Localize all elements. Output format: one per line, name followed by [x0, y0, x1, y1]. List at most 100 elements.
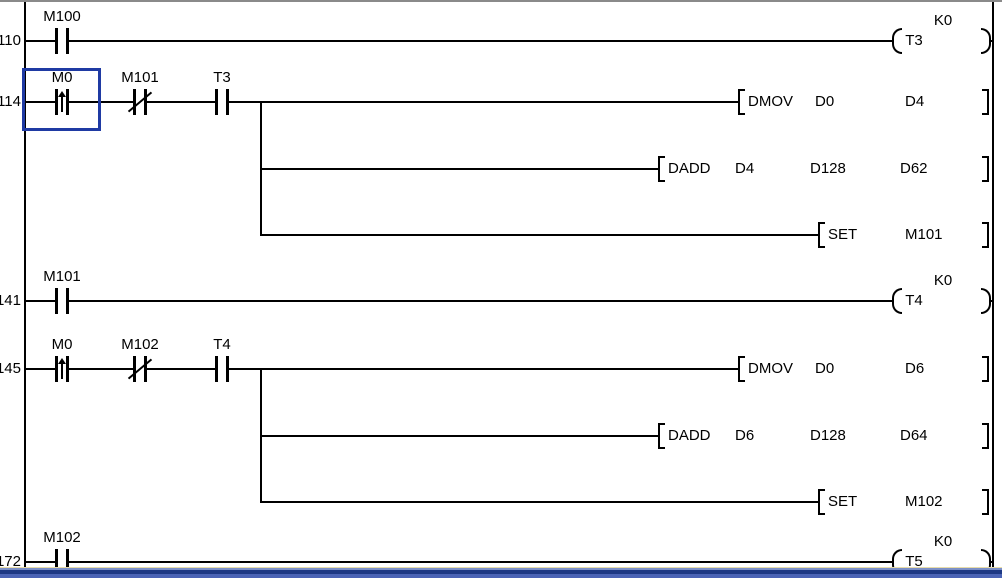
instruction-dadd[interactable]: DADD — [668, 160, 711, 177]
left-power-rail — [24, 2, 26, 578]
contact-bar-icon — [55, 356, 58, 382]
instruction-arg[interactable]: D0 — [815, 93, 835, 110]
instruction-close-bracket-icon — [982, 89, 989, 115]
rung-line — [990, 40, 992, 42]
instruction-dadd[interactable]: DADD — [668, 427, 711, 444]
instruction-arg[interactable]: D6 — [735, 427, 755, 444]
rising-edge-arrow-icon — [58, 358, 66, 364]
coil-device-label[interactable]: T5 — [905, 553, 923, 570]
step-number: 172 — [0, 553, 21, 570]
branch-rung-line — [262, 435, 658, 437]
no-contact-t3[interactable] — [215, 89, 229, 115]
contact-label: T4 — [213, 336, 231, 353]
bottom-border-stripe — [0, 574, 1002, 578]
bottom-border-stripe — [0, 567, 1002, 568]
contact-bar-icon — [144, 89, 147, 115]
branch-line — [260, 101, 262, 236]
instruction-arg[interactable]: D4 — [905, 93, 925, 110]
contact-bar-icon — [226, 356, 229, 382]
no-contact-t4[interactable] — [215, 356, 229, 382]
contact-label: M0 — [51, 336, 73, 353]
contact-label: M0 — [51, 69, 73, 86]
contact-bar-icon — [55, 28, 58, 54]
instruction-arg[interactable]: D0 — [815, 360, 835, 377]
instruction-open-bracket-icon — [738, 356, 745, 382]
step-number: 114 — [0, 93, 21, 110]
instruction-dmov[interactable]: DMOV — [748, 93, 793, 110]
rung-line — [69, 368, 133, 370]
rung-line — [69, 300, 892, 302]
contact-bar-icon — [55, 549, 58, 575]
contact-label: T3 — [213, 69, 231, 86]
rung-line — [26, 561, 55, 563]
instruction-close-bracket-icon — [982, 489, 989, 515]
instruction-close-bracket-icon — [982, 423, 989, 449]
instruction-open-bracket-icon — [658, 423, 665, 449]
coil-open-paren-icon — [892, 288, 902, 314]
branch-rung-line — [262, 234, 818, 236]
bottom-border-stripe — [0, 568, 1002, 570]
instruction-open-bracket-icon — [658, 156, 665, 182]
no-contact-m101[interactable] — [55, 288, 69, 314]
coil-device-label[interactable]: T4 — [905, 292, 923, 309]
contact-bar-icon — [55, 288, 58, 314]
instruction-arg[interactable]: D128 — [810, 160, 846, 177]
rising-edge-arrow-icon — [58, 91, 66, 97]
nc-contact-m101[interactable] — [127, 89, 153, 115]
rung-line — [990, 561, 992, 563]
bottom-window-border — [0, 570, 1002, 574]
instruction-open-bracket-icon — [738, 89, 745, 115]
contact-bar-icon — [133, 356, 136, 382]
rung-line — [26, 101, 55, 103]
instruction-arg[interactable]: M101 — [905, 226, 943, 243]
instruction-set[interactable]: SET — [828, 226, 858, 243]
rung-line — [990, 300, 992, 302]
step-number: 141 — [0, 292, 21, 309]
instruction-arg[interactable]: D128 — [810, 427, 846, 444]
pulse-contact-m0[interactable] — [55, 89, 69, 115]
step-number: 145 — [0, 360, 21, 377]
coil-preset-label: K0 — [933, 533, 953, 550]
instruction-arg[interactable]: D64 — [900, 427, 928, 444]
branch-rung-line — [262, 501, 818, 503]
pulse-contact-m0[interactable] — [55, 356, 69, 382]
instruction-close-bracket-icon — [982, 222, 989, 248]
contact-bar-icon — [66, 356, 69, 382]
instruction-arg[interactable]: D62 — [900, 160, 928, 177]
contact-bar-icon — [144, 356, 147, 382]
no-contact-m102[interactable] — [55, 549, 69, 575]
coil-device-label[interactable]: T3 — [905, 32, 923, 49]
contact-bar-icon — [66, 89, 69, 115]
rung-line — [26, 40, 55, 42]
coil-open-paren-icon — [892, 28, 902, 54]
no-contact-m100[interactable] — [55, 28, 69, 54]
instruction-dmov[interactable]: DMOV — [748, 360, 793, 377]
contact-label: M102 — [121, 336, 159, 353]
contact-bar-icon — [66, 288, 69, 314]
rung-line — [147, 368, 215, 370]
nc-contact-m102[interactable] — [127, 356, 153, 382]
selection-cursor — [22, 68, 101, 131]
instruction-arg[interactable]: M102 — [905, 493, 943, 510]
rung-line — [229, 368, 738, 370]
instruction-set[interactable]: SET — [828, 493, 858, 510]
contact-bar-icon — [226, 89, 229, 115]
coil-preset-label: K0 — [933, 12, 953, 29]
step-number: 110 — [0, 32, 21, 49]
contact-bar-icon — [215, 89, 218, 115]
right-power-rail — [992, 2, 994, 578]
contact-label: M100 — [43, 8, 81, 25]
instruction-arg[interactable]: D4 — [735, 160, 755, 177]
instruction-open-bracket-icon — [818, 222, 825, 248]
branch-line — [260, 368, 262, 503]
rung-line — [69, 561, 892, 563]
instruction-open-bracket-icon — [818, 489, 825, 515]
instruction-arg[interactable]: D6 — [905, 360, 925, 377]
contact-label: M102 — [43, 529, 81, 546]
rung-line — [26, 300, 55, 302]
rung-line — [26, 368, 55, 370]
branch-rung-line — [262, 168, 658, 170]
rung-line — [69, 101, 133, 103]
contact-label: M101 — [43, 268, 81, 285]
